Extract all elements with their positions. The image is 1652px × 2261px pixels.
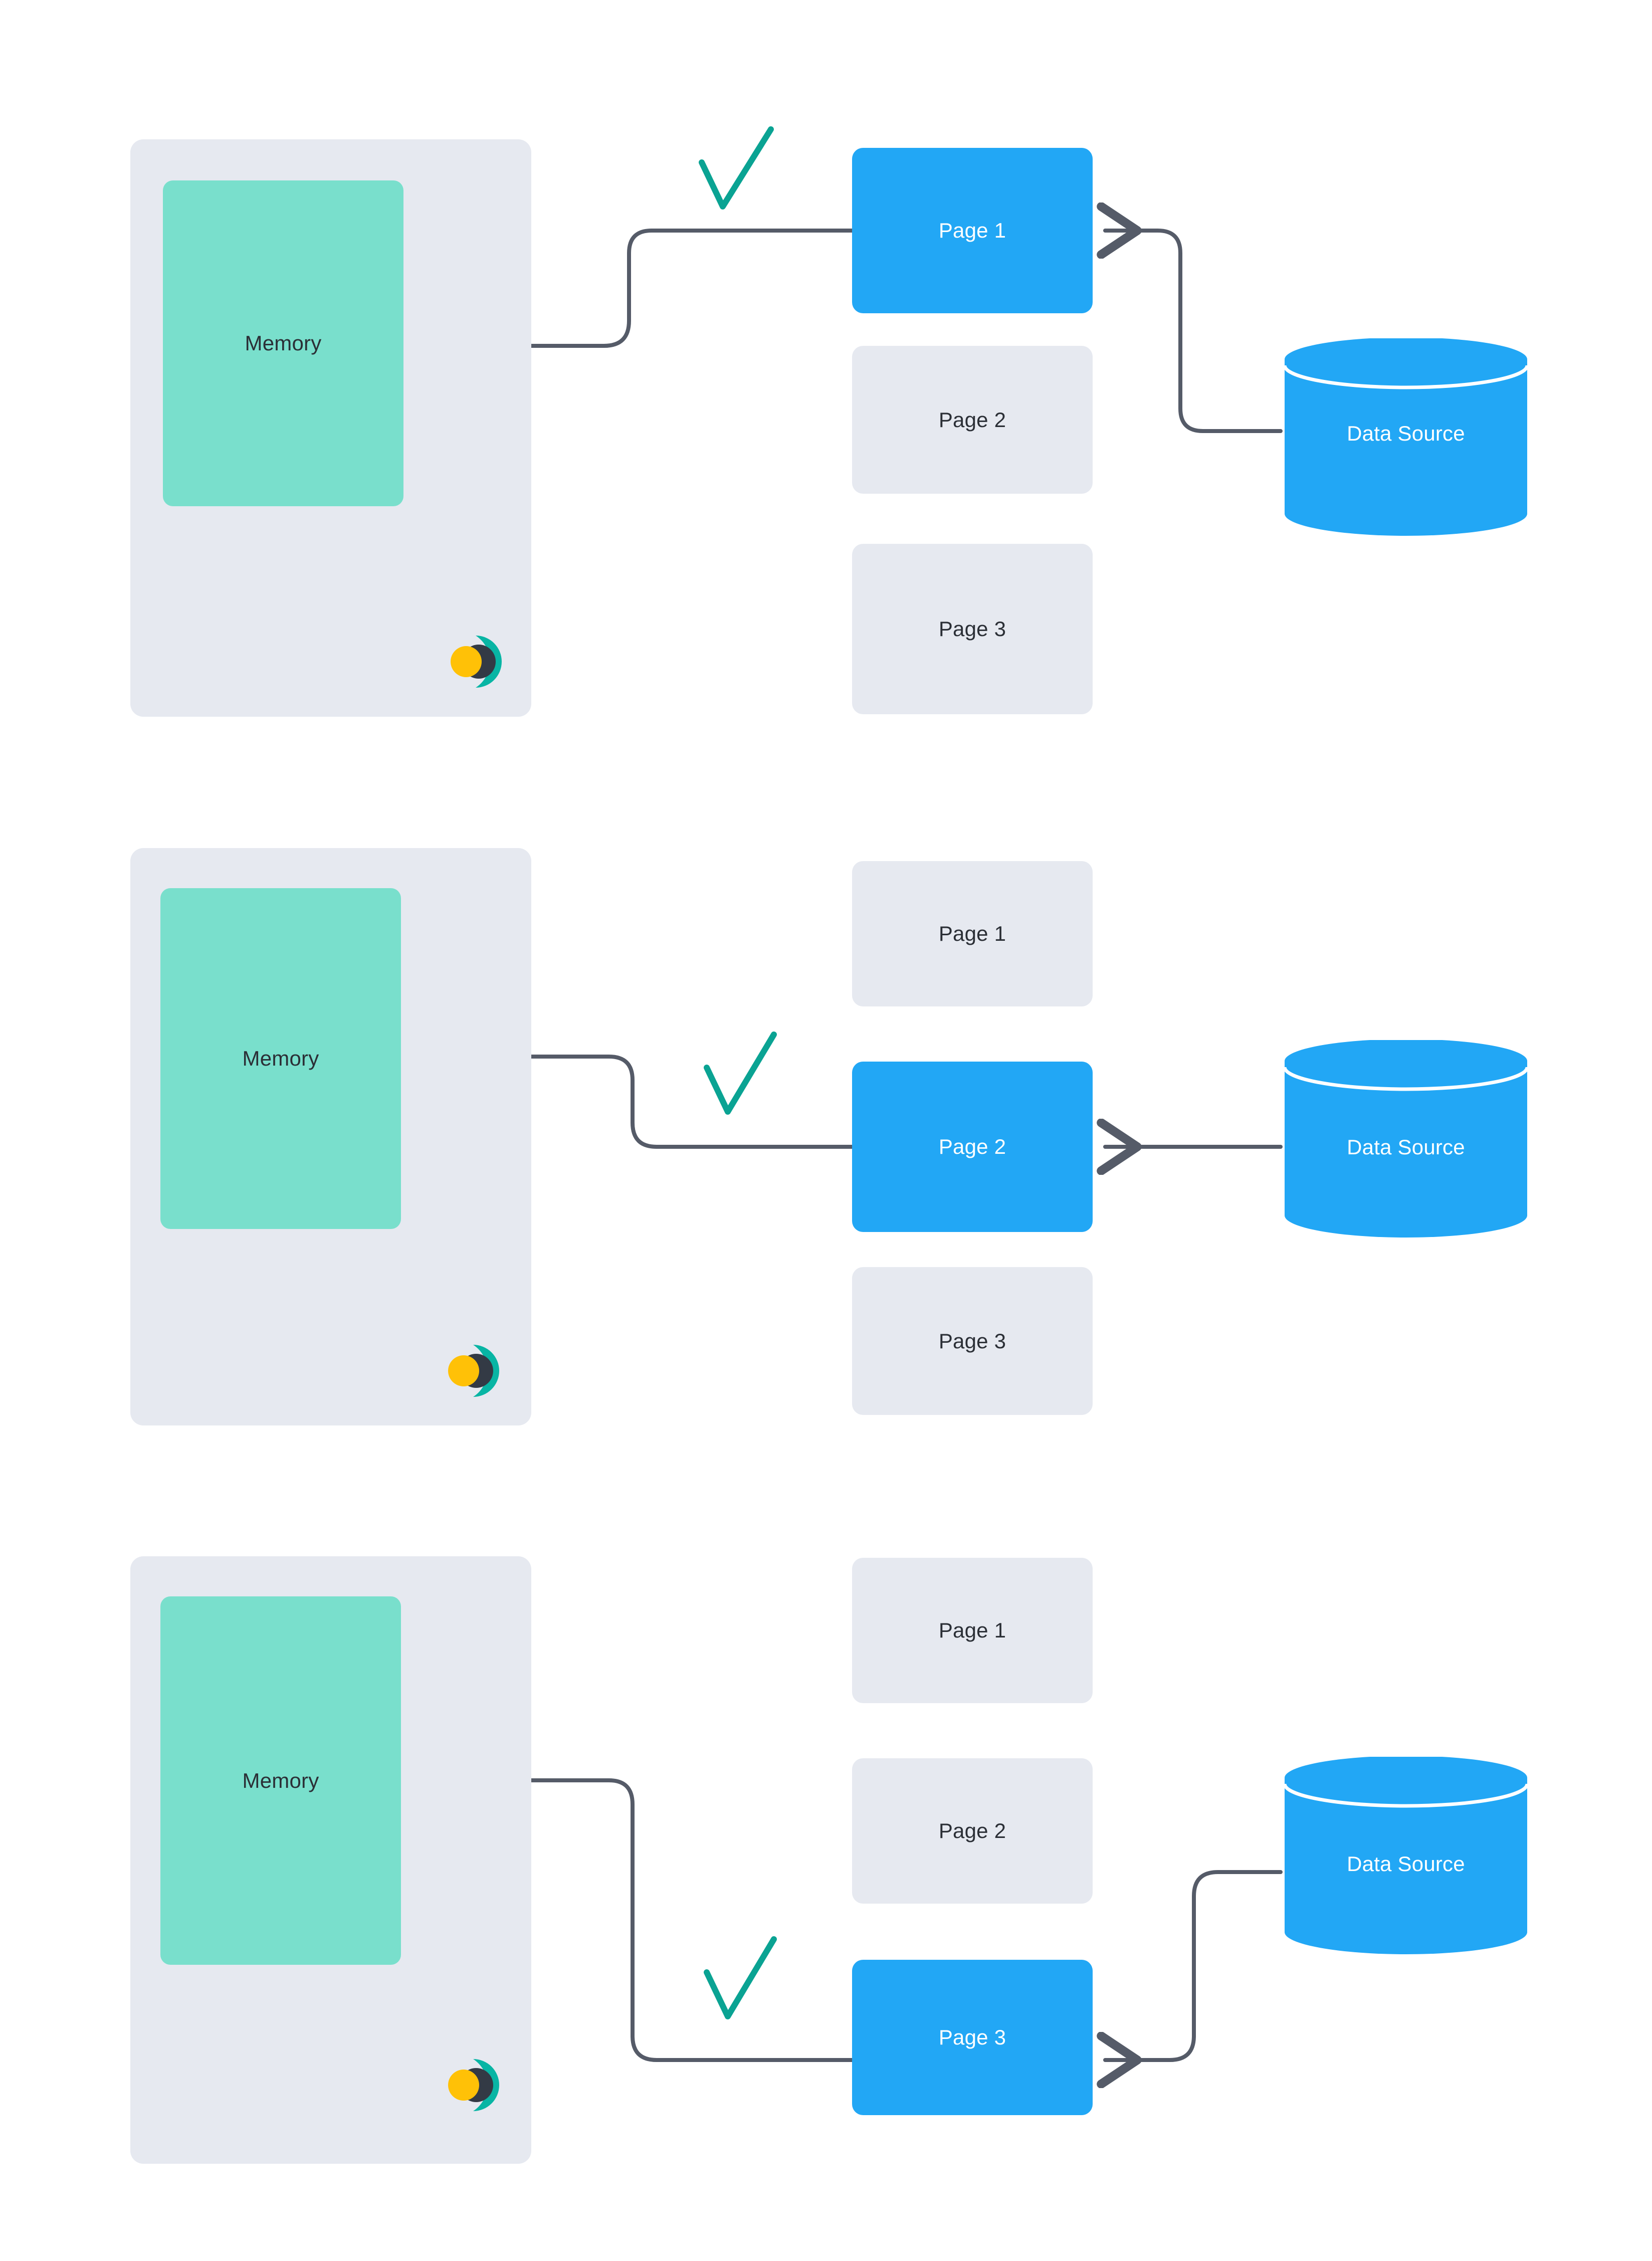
page-label: Page 2 xyxy=(938,1819,1006,1842)
page-label: Page 3 xyxy=(938,617,1006,641)
memory-label: Memory xyxy=(242,1047,319,1070)
page-label: Page 2 xyxy=(938,1135,1006,1158)
page-box-1-2[interactable]: Page 2 xyxy=(852,346,1093,494)
page-box-1-3[interactable]: Page 3 xyxy=(852,544,1093,714)
brand-logo-icon-2 xyxy=(441,1336,519,1406)
page-box-3-2[interactable]: Page 2 xyxy=(852,1758,1093,1904)
page-label: Page 2 xyxy=(938,407,1006,432)
page-box-3-3[interactable]: Page 3 xyxy=(852,1960,1093,2115)
memory-block-2: Memory xyxy=(160,888,401,1229)
data-source-label: Data Source xyxy=(1347,1852,1465,1876)
data-source-cylinder-1[interactable]: Data Source xyxy=(1281,338,1531,539)
page-label: Page 3 xyxy=(938,2025,1006,2049)
data-source-label: Data Source xyxy=(1347,422,1465,445)
connector-datasource-to-page3 xyxy=(1105,1870,1283,2060)
data-source-cylinder-3[interactable]: Data Source xyxy=(1281,1757,1531,1957)
brand-logo-icon-1 xyxy=(444,627,521,697)
page-box-3-1[interactable]: Page 1 xyxy=(852,1558,1093,1703)
connector-datasource-to-page1 xyxy=(1105,231,1283,433)
check-icon-1 xyxy=(691,122,791,213)
memory-label: Memory xyxy=(242,1768,319,1792)
memory-block-3: Memory xyxy=(160,1596,401,1965)
memory-block-1: Memory xyxy=(163,180,403,506)
page-label: Page 1 xyxy=(938,219,1006,242)
page-label: Page 1 xyxy=(938,1618,1006,1642)
page-label: Page 1 xyxy=(938,922,1006,945)
check-icon-3 xyxy=(696,1932,791,2022)
brand-logo-icon-3 xyxy=(441,2050,519,2120)
page-box-2-3[interactable]: Page 3 xyxy=(852,1267,1093,1415)
data-source-label: Data Source xyxy=(1347,1135,1465,1159)
page-box-2-2[interactable]: Page 2 xyxy=(852,1062,1093,1232)
page-label: Page 3 xyxy=(938,1329,1006,1353)
data-source-cylinder-2[interactable]: Data Source xyxy=(1281,1040,1531,1241)
page-box-2-1[interactable]: Page 1 xyxy=(852,861,1093,1006)
memory-label: Memory xyxy=(245,331,322,355)
page-box-1-1[interactable]: Page 1 xyxy=(852,148,1093,313)
check-icon-2 xyxy=(696,1027,791,1118)
